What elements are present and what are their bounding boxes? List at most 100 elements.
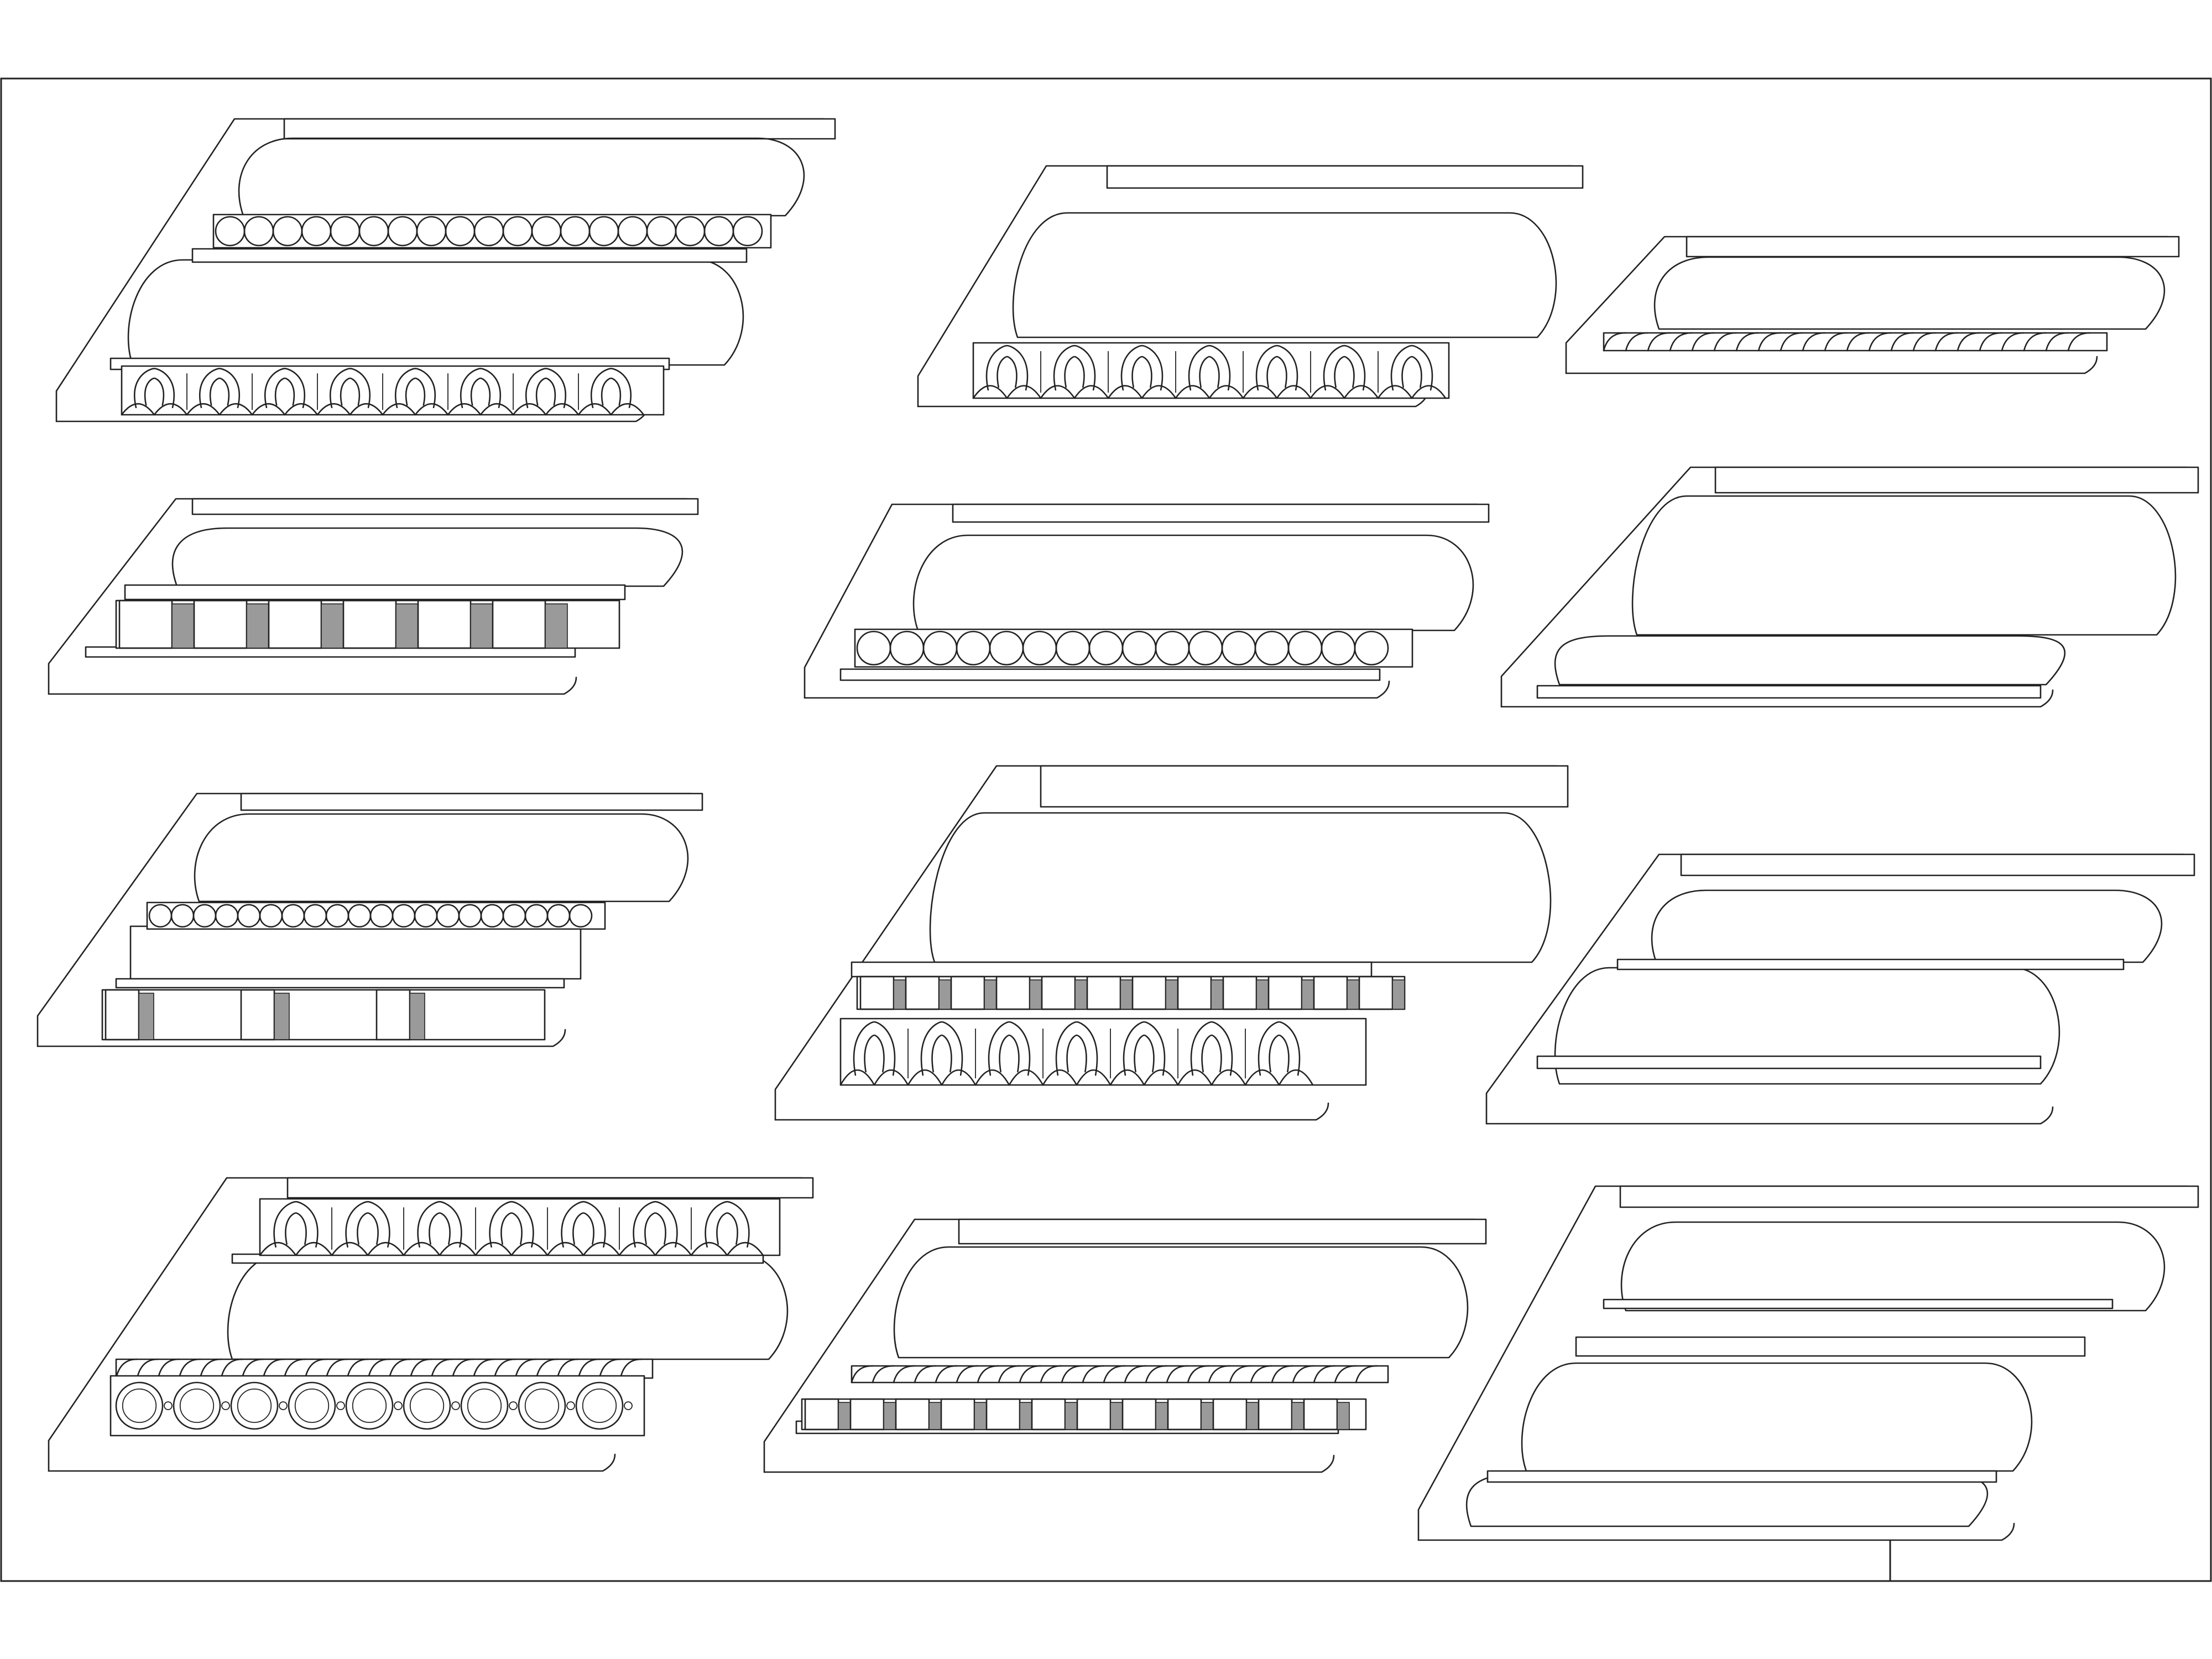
rope-twist xyxy=(577,1358,601,1379)
rope-twist xyxy=(1019,1365,1042,1384)
egg xyxy=(1107,345,1177,399)
dentil-row xyxy=(801,1398,1367,1431)
rope-twist xyxy=(1082,1365,1105,1384)
cove xyxy=(1631,495,2177,636)
egg xyxy=(447,368,514,416)
rope-twist xyxy=(1713,332,1738,352)
rosette xyxy=(164,1401,173,1410)
rope-row xyxy=(851,1365,1389,1384)
cove xyxy=(238,137,805,217)
base-fillet xyxy=(48,676,577,695)
molding-9 xyxy=(1485,853,2195,1125)
cove xyxy=(1651,889,2163,963)
egg xyxy=(839,1021,909,1086)
egg xyxy=(474,1201,549,1256)
top-fillet xyxy=(286,1177,814,1199)
rope-twist xyxy=(388,1358,411,1379)
rope-twist xyxy=(1957,332,1981,352)
rope-twist xyxy=(1603,332,1627,352)
base-fillet xyxy=(1417,1522,2015,1541)
fillet xyxy=(124,584,626,601)
rope-twist xyxy=(1124,1365,1147,1384)
rope-twist xyxy=(1061,1365,1084,1384)
cove xyxy=(1653,256,2166,330)
bead xyxy=(568,904,593,928)
fillet xyxy=(839,668,1381,681)
egg xyxy=(1109,1021,1179,1086)
egg xyxy=(618,1201,692,1256)
egg-and-dart-row xyxy=(121,365,665,416)
rope-twist xyxy=(1625,332,1649,352)
rope-twist xyxy=(956,1365,979,1384)
rope-twist xyxy=(157,1358,180,1379)
molding-12 xyxy=(1417,1185,2199,1541)
cove xyxy=(194,813,689,902)
egg xyxy=(974,1021,1044,1086)
rope-twist xyxy=(1669,332,1693,352)
egg xyxy=(1042,1021,1112,1086)
rope-twist xyxy=(1647,332,1671,352)
rosette xyxy=(336,1401,345,1410)
molding-6 xyxy=(1500,466,2199,708)
egg xyxy=(1377,345,1447,399)
fillet xyxy=(191,248,748,263)
rope-twist xyxy=(1868,332,1892,352)
base-fillet xyxy=(763,1454,1335,1473)
egg xyxy=(577,368,645,416)
rope-twist xyxy=(199,1358,222,1379)
rope-twist xyxy=(1208,1365,1231,1384)
rope-twist xyxy=(872,1365,895,1384)
top-fillet xyxy=(952,503,1490,523)
rope-twist xyxy=(1912,332,1937,352)
rope-twist xyxy=(1691,332,1715,352)
egg xyxy=(382,368,449,416)
rope-twist xyxy=(1187,1365,1210,1384)
rope-twist xyxy=(1292,1365,1315,1384)
egg xyxy=(186,368,253,416)
rosette xyxy=(394,1401,403,1410)
molding-8 xyxy=(774,765,1569,1121)
rope-twist xyxy=(1890,332,1914,352)
rope-twist xyxy=(2067,332,2091,352)
rosette xyxy=(566,1401,575,1410)
rope-twist xyxy=(241,1358,264,1379)
rope-twist xyxy=(1166,1365,1189,1384)
fillet xyxy=(1603,1298,2114,1310)
fillet xyxy=(1536,685,2042,699)
rope-twist xyxy=(1334,1365,1357,1384)
egg xyxy=(1244,1021,1314,1086)
rosette xyxy=(624,1401,633,1410)
rope-twist xyxy=(598,1358,622,1379)
cove xyxy=(1012,212,1557,338)
fillet xyxy=(115,978,565,989)
top-fillet xyxy=(1619,1185,2199,1208)
cove xyxy=(227,1253,789,1360)
rosette xyxy=(451,1401,460,1410)
cove xyxy=(1620,1221,2166,1312)
egg xyxy=(1040,345,1109,399)
rope-twist xyxy=(914,1365,937,1384)
base-fillet xyxy=(48,1453,616,1472)
rope-twist xyxy=(1040,1365,1063,1384)
rope-twist xyxy=(2001,332,2025,352)
egg xyxy=(1242,345,1312,399)
fillet xyxy=(1575,1336,2086,1357)
rope-row xyxy=(115,1358,654,1379)
rope-twist xyxy=(283,1358,306,1379)
rope-twist xyxy=(935,1365,958,1384)
molding-5 xyxy=(804,503,1490,699)
rope-twist xyxy=(220,1358,243,1379)
egg xyxy=(1175,345,1244,399)
rope-twist xyxy=(619,1358,643,1379)
rope-twist xyxy=(1934,332,1959,352)
molding-11 xyxy=(763,1218,1487,1473)
rope-twist xyxy=(1355,1365,1378,1384)
rope-twist xyxy=(1313,1365,1336,1384)
cove xyxy=(893,1246,1469,1359)
fillet xyxy=(1536,1055,2042,1070)
rosette xyxy=(221,1401,230,1410)
base-fillet xyxy=(1565,356,2098,374)
top-fillet xyxy=(283,118,836,140)
egg xyxy=(316,368,384,416)
